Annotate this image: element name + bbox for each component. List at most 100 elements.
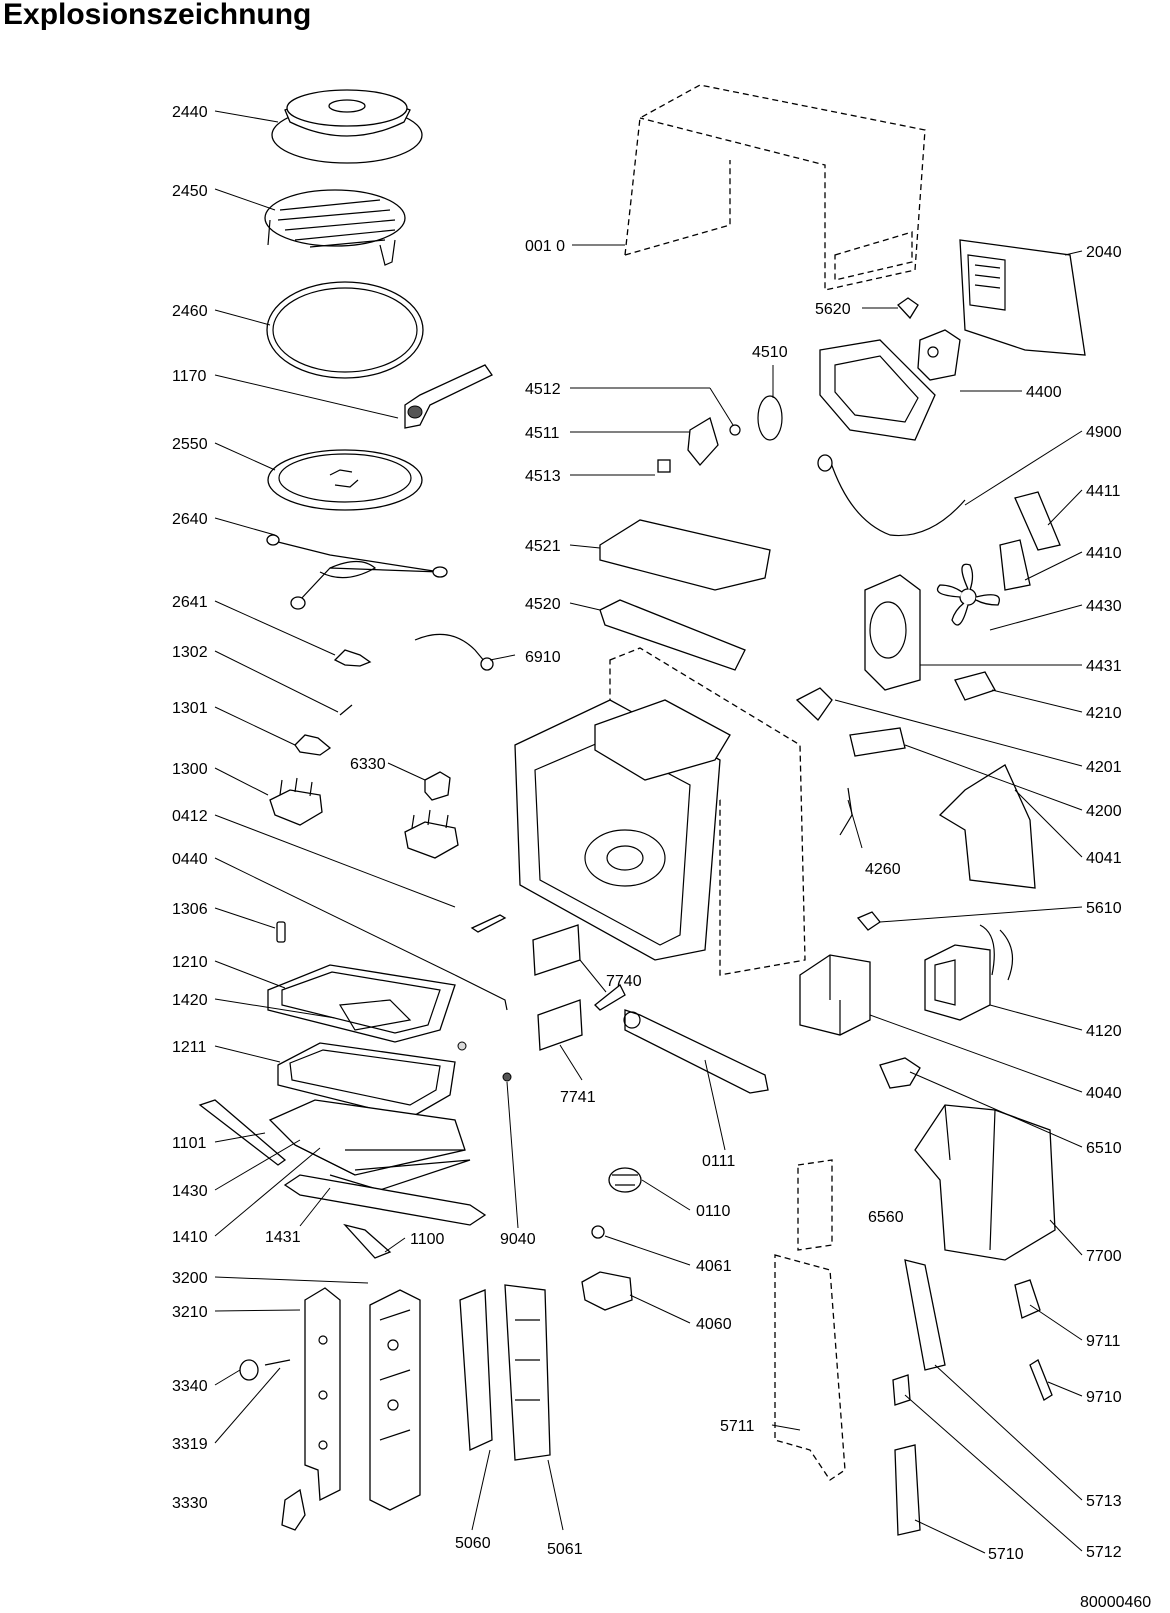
label-4431: 4431	[1086, 658, 1122, 675]
leader-lines	[214, 110, 1083, 1554]
label-4061: 4061	[696, 1258, 732, 1275]
part-3319-spring	[264, 1359, 291, 1366]
part-7741	[537, 999, 583, 1051]
label-1211: 1211	[172, 1039, 207, 1056]
label-1430: 1430	[172, 1183, 208, 1200]
part-5712	[892, 1374, 911, 1406]
part-1101	[198, 1099, 287, 1166]
part-1211-frame	[277, 1042, 456, 1119]
label-5712: 5712	[1086, 1544, 1122, 1561]
part-illustrations	[198, 84, 1086, 1536]
label-4201: 4201	[1086, 759, 1122, 776]
label-1300: 1300	[172, 761, 208, 778]
label-6510: 6510	[1086, 1140, 1122, 1157]
label-7700: 7700	[1086, 1248, 1122, 1265]
page-title: Explosionszeichnung	[3, 0, 312, 31]
label-9711: 9711	[1086, 1333, 1121, 1350]
part-0111-bar	[623, 1009, 769, 1094]
label-0412: 0412	[172, 808, 208, 825]
label-4200: 4200	[1086, 803, 1122, 820]
part-3330	[281, 1488, 306, 1531]
part-2640-roller-ring	[266, 534, 448, 610]
part-6510	[879, 1057, 921, 1089]
label-5620: 5620	[815, 301, 851, 318]
part-4260	[839, 787, 853, 836]
part-3200-control-panel	[369, 1289, 421, 1511]
part-9710-fuse	[1029, 1359, 1053, 1401]
part-4520	[599, 599, 746, 671]
part-0412	[470, 914, 507, 933]
part-0440	[454, 974, 508, 1011]
label-7741: 7741	[560, 1089, 596, 1106]
label-3200: 3200	[172, 1270, 208, 1287]
label-1101: 1101	[172, 1135, 207, 1152]
part-4510	[819, 339, 936, 441]
part-4061	[591, 1225, 605, 1239]
part-4041	[938, 764, 1036, 889]
label-4210: 4210	[1086, 705, 1122, 722]
part-3340-knob	[239, 1359, 259, 1381]
part-6560	[797, 1159, 833, 1251]
part-4040-transformer	[799, 954, 871, 1036]
part-5710	[894, 1444, 921, 1536]
part-6910-cable	[414, 633, 486, 663]
label-4513: 4513	[525, 468, 561, 485]
label-5061: 5061	[547, 1541, 583, 1558]
part-4512	[729, 424, 741, 436]
label-1431: 1431	[265, 1229, 301, 1246]
label-4510: 4510	[752, 344, 788, 361]
part-4060-motor	[581, 1271, 633, 1311]
label-6560: 6560	[868, 1209, 904, 1226]
label-6910: 6910	[525, 649, 561, 666]
label-3319: 3319	[172, 1436, 208, 1453]
part-2460-ring	[266, 281, 424, 379]
label-3210: 3210	[172, 1304, 208, 1321]
label-5713: 5713	[1086, 1493, 1122, 1510]
part-5713	[904, 1259, 946, 1371]
drawing-number: 80000460	[1080, 1594, 1151, 1611]
label-6330: 6330	[350, 756, 386, 773]
label-3330: 3330	[172, 1495, 208, 1512]
part-4200	[849, 727, 906, 757]
part-labels: 2440 2450 2460 1170 2550 2640 2641 1302 …	[172, 104, 1151, 1611]
label-2641: 2641	[172, 594, 208, 611]
label-9040: 9040	[500, 1231, 536, 1248]
label-2040: 2040	[1086, 244, 1122, 261]
part-4411	[1014, 491, 1061, 551]
label-1302: 1302	[172, 644, 208, 661]
part-4210-capacitor	[954, 671, 996, 701]
part-2040	[959, 239, 1086, 356]
label-5610: 5610	[1086, 900, 1122, 917]
part-4410	[999, 539, 1031, 591]
label-4041: 4041	[1086, 850, 1122, 867]
part-1170-handle	[404, 364, 493, 429]
label-4512: 4512	[525, 381, 561, 398]
label-4410: 4410	[1086, 545, 1122, 562]
label-4520: 4520	[525, 596, 561, 613]
label-1100: 1100	[410, 1231, 445, 1248]
part-1430-door-body	[268, 1099, 471, 1191]
part-4120-transformer	[924, 924, 1014, 1021]
part-9711	[1014, 1279, 1041, 1319]
part-5060-board	[459, 1289, 493, 1451]
label-1420: 1420	[172, 992, 208, 1009]
part-0110	[608, 1167, 642, 1193]
label-4400: 4400	[1026, 384, 1062, 401]
part-5711	[774, 1254, 846, 1481]
label-2550: 2550	[172, 436, 208, 453]
label-0110: 0110	[696, 1203, 731, 1220]
part-1100	[343, 1223, 392, 1259]
label-5710: 5710	[988, 1546, 1024, 1563]
part-4513	[657, 459, 671, 473]
part-oven-cavity	[514, 647, 806, 976]
part-2450-rack	[264, 189, 406, 266]
label-4900: 4900	[1086, 424, 1122, 441]
part-1210-door-frame	[267, 964, 456, 1043]
label-4040: 4040	[1086, 1085, 1122, 1102]
label-1170: 1170	[172, 368, 207, 385]
part-7700	[914, 1104, 1056, 1261]
part-2641	[333, 649, 372, 667]
part-6330	[424, 771, 451, 801]
part-1300	[269, 789, 323, 826]
